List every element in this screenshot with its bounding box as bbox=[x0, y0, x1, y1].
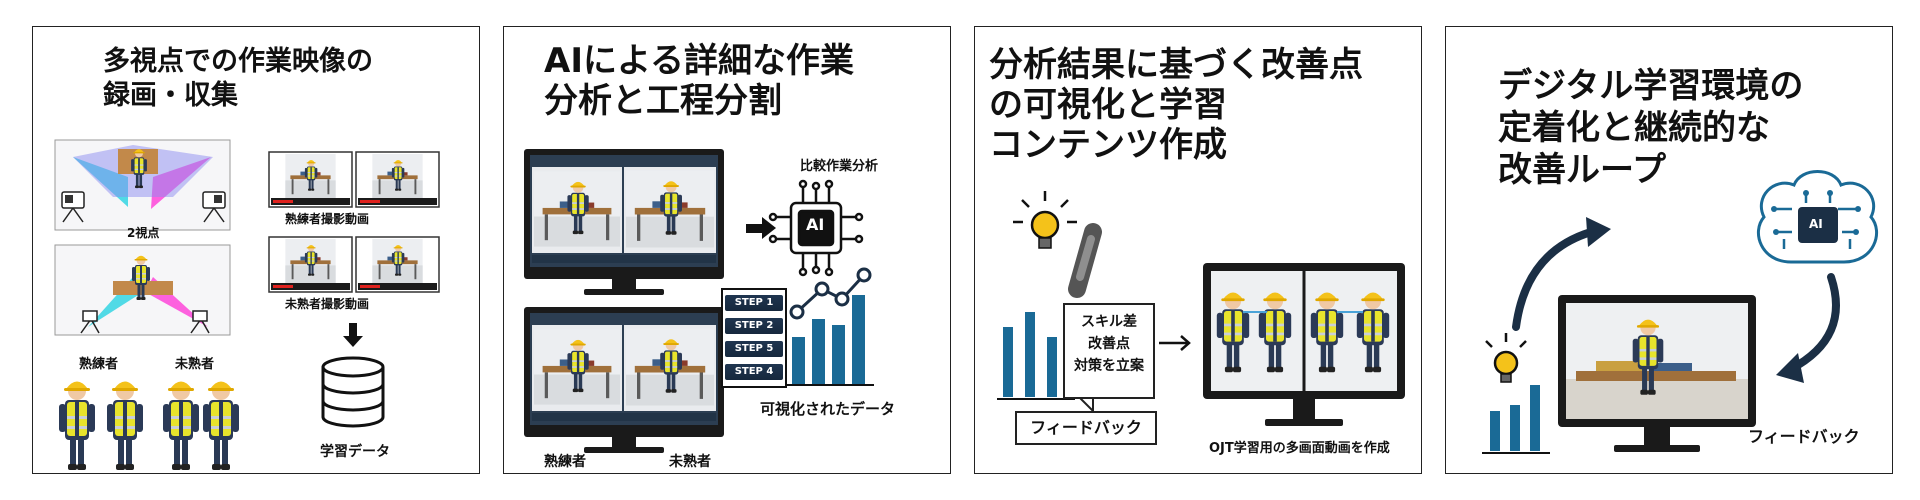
unskilled-label: 未熟者 bbox=[175, 357, 215, 372]
curved-arrow-down-icon bbox=[1776, 273, 1840, 383]
panel-improvement-loop: デジタル学習環境の 定着化と継続的な 改善ループ bbox=[1445, 26, 1893, 474]
comparison-label: 比較作業分析 bbox=[800, 159, 879, 174]
lightbulb-icon bbox=[1485, 333, 1527, 383]
step-4: STEP 4 bbox=[725, 364, 783, 380]
panel-title-improvement-loop: デジタル学習環境の 定着化と継続的な 改善ループ bbox=[1498, 66, 1804, 190]
visualized-data-label: 可視化されたデータ bbox=[760, 400, 896, 418]
camera-icon bbox=[80, 310, 100, 334]
bar-chart-icon bbox=[997, 312, 1075, 400]
bar-chart-icon bbox=[1482, 385, 1550, 454]
two-view-capture-frame bbox=[54, 139, 231, 231]
step-1: STEP 1 bbox=[725, 295, 783, 311]
lightbulb-icon bbox=[1013, 191, 1077, 249]
ojt-caption: OJT学習用の多画面動画を作成 bbox=[1209, 441, 1390, 456]
ai-brain-label: AI bbox=[1809, 217, 1823, 231]
camera-icon bbox=[202, 191, 226, 223]
skilled-label: 熟練者 bbox=[79, 357, 119, 372]
skilled-video-label: 熟練者撮影動画 bbox=[285, 212, 370, 226]
skilled-workers-figure bbox=[59, 381, 143, 470]
countermeasure-label: 対策を立案 bbox=[1074, 358, 1144, 374]
panel-title-ai-analysis: AIによる詳細な作業 分析と工程分割 bbox=[544, 41, 854, 121]
unskilled-label: 未熟者 bbox=[669, 454, 711, 470]
camera-icon bbox=[190, 310, 210, 334]
magnifier-icon bbox=[1068, 223, 1102, 298]
improvement-loop-illustration bbox=[1482, 170, 1879, 454]
visualized-data-chart bbox=[786, 267, 874, 386]
curved-arrow-up-icon bbox=[1512, 217, 1611, 331]
panel-title-recording: 多視点での作業映像の 録画・収集 bbox=[103, 46, 373, 111]
skill-gap-label: スキル差 bbox=[1081, 314, 1137, 330]
ai-chip-icon bbox=[768, 179, 864, 277]
arrow-down-icon bbox=[343, 323, 363, 347]
improvement-callout: スキル差 改善点 対策を立案 bbox=[1063, 303, 1155, 399]
ojt-monitor bbox=[1203, 263, 1405, 426]
visualization-illustration bbox=[997, 191, 1405, 426]
skilled-label: 熟練者 bbox=[544, 454, 586, 470]
step-5: STEP 5 bbox=[725, 341, 783, 357]
panel-visualization: 分析結果に基づく改善点 の可視化と学習 コンテンツ作成 bbox=[974, 26, 1422, 474]
callout-tail bbox=[1076, 396, 1094, 414]
unskilled-video-label: 未熟者撮影動画 bbox=[285, 297, 370, 311]
feedback-box: フィードバック bbox=[1015, 411, 1157, 445]
skilled-monitor bbox=[524, 149, 724, 295]
unskilled-monitor bbox=[524, 307, 724, 453]
skilled-video-thumbnails bbox=[268, 151, 440, 208]
arrow-right-icon bbox=[746, 217, 776, 239]
improvement-label: 改善点 bbox=[1088, 336, 1130, 352]
ai-chip-label: AI bbox=[806, 215, 825, 234]
learning-data-label: 学習データ bbox=[320, 444, 390, 460]
ai-brain-icon bbox=[1756, 170, 1879, 264]
recording-illustration bbox=[54, 139, 440, 470]
panel-title-visualization: 分析結果に基づく改善点 の可視化と学習 コンテンツ作成 bbox=[989, 45, 1363, 165]
database-icon bbox=[321, 356, 385, 428]
step-2: STEP 2 bbox=[725, 318, 783, 334]
learning-monitor bbox=[1558, 295, 1756, 452]
arrow-right-icon bbox=[1159, 335, 1191, 351]
unskilled-video-thumbnails bbox=[268, 236, 440, 293]
panel-ai-analysis: AIによる詳細な作業 分析と工程分割 bbox=[503, 26, 951, 474]
feedback-label: フィードバック bbox=[1748, 427, 1860, 446]
camera-icon bbox=[61, 191, 85, 223]
ai-analysis-illustration bbox=[524, 149, 874, 453]
unskilled-workers-figure bbox=[163, 381, 239, 470]
panel-recording: 多視点での作業映像の 録画・収集 bbox=[32, 26, 480, 474]
two-views-label: 2視点 bbox=[127, 226, 160, 240]
